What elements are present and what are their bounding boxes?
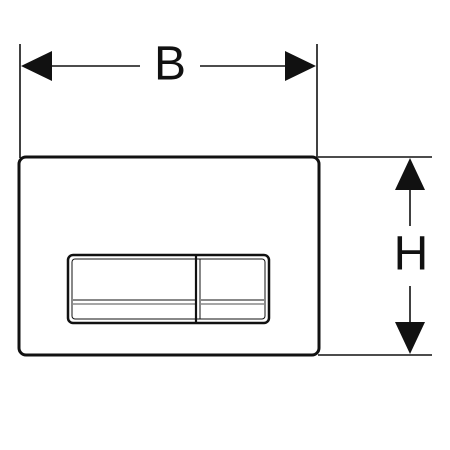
height-arrow-top <box>395 158 425 190</box>
width-arrow-left <box>21 51 52 81</box>
height-label: H <box>394 228 429 281</box>
flush-plate <box>17 155 321 357</box>
width-label: B <box>154 38 186 91</box>
height-arrow-bottom <box>395 322 425 354</box>
width-arrow-right <box>285 51 316 81</box>
large-flush-button <box>73 299 195 305</box>
button-frame-inner <box>71 258 266 320</box>
button-frame <box>66 253 271 325</box>
small-flush-button <box>201 299 264 305</box>
